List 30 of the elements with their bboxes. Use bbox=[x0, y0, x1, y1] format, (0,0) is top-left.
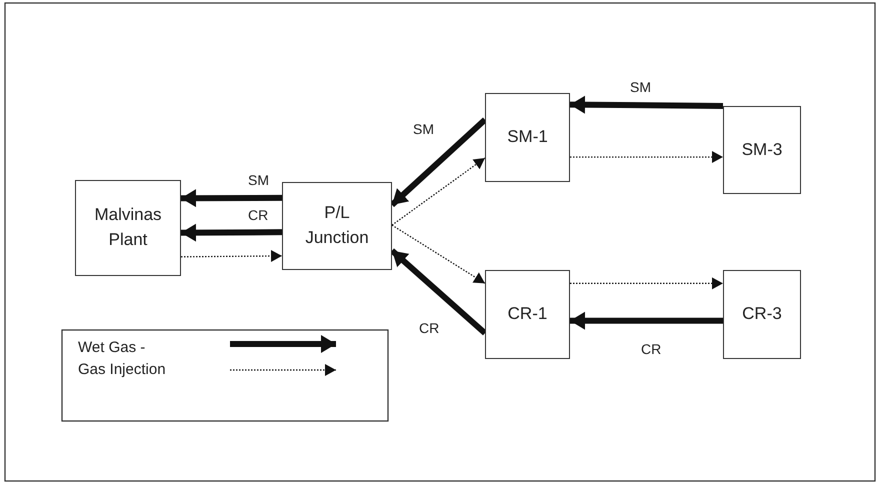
process-box bbox=[485, 93, 570, 182]
arrow bbox=[570, 312, 723, 330]
process-box bbox=[485, 270, 570, 359]
edge-label: CR bbox=[247, 208, 270, 224]
arrow bbox=[570, 96, 724, 114]
edge-label: SM bbox=[629, 80, 652, 96]
edge-label: CR bbox=[418, 321, 440, 336]
arrow bbox=[390, 248, 487, 336]
process-box bbox=[723, 270, 801, 359]
box-label: SM-1 bbox=[507, 126, 548, 148]
arrow bbox=[180, 189, 282, 208]
process-box bbox=[282, 182, 392, 270]
arrow bbox=[392, 157, 486, 226]
arrow bbox=[181, 250, 282, 262]
box-label: P/L Junction bbox=[304, 202, 370, 249]
arrow bbox=[392, 224, 486, 284]
arrow bbox=[180, 224, 282, 242]
box-label: CR-1 bbox=[508, 303, 548, 326]
arrow bbox=[570, 151, 723, 164]
legend-label: Gas Injection bbox=[78, 361, 166, 379]
edge-label: SM bbox=[412, 122, 435, 138]
edge-label: SM bbox=[247, 173, 270, 188]
process-box bbox=[723, 106, 801, 194]
edge-label: CR bbox=[640, 342, 662, 358]
box-label: CR-3 bbox=[742, 303, 782, 326]
arrow bbox=[570, 277, 723, 290]
box-label: Malvinas Plant bbox=[93, 204, 163, 251]
legend-label: Wet Gas - bbox=[78, 339, 146, 357]
box-label: SM-3 bbox=[742, 138, 782, 161]
process-box bbox=[75, 180, 181, 276]
